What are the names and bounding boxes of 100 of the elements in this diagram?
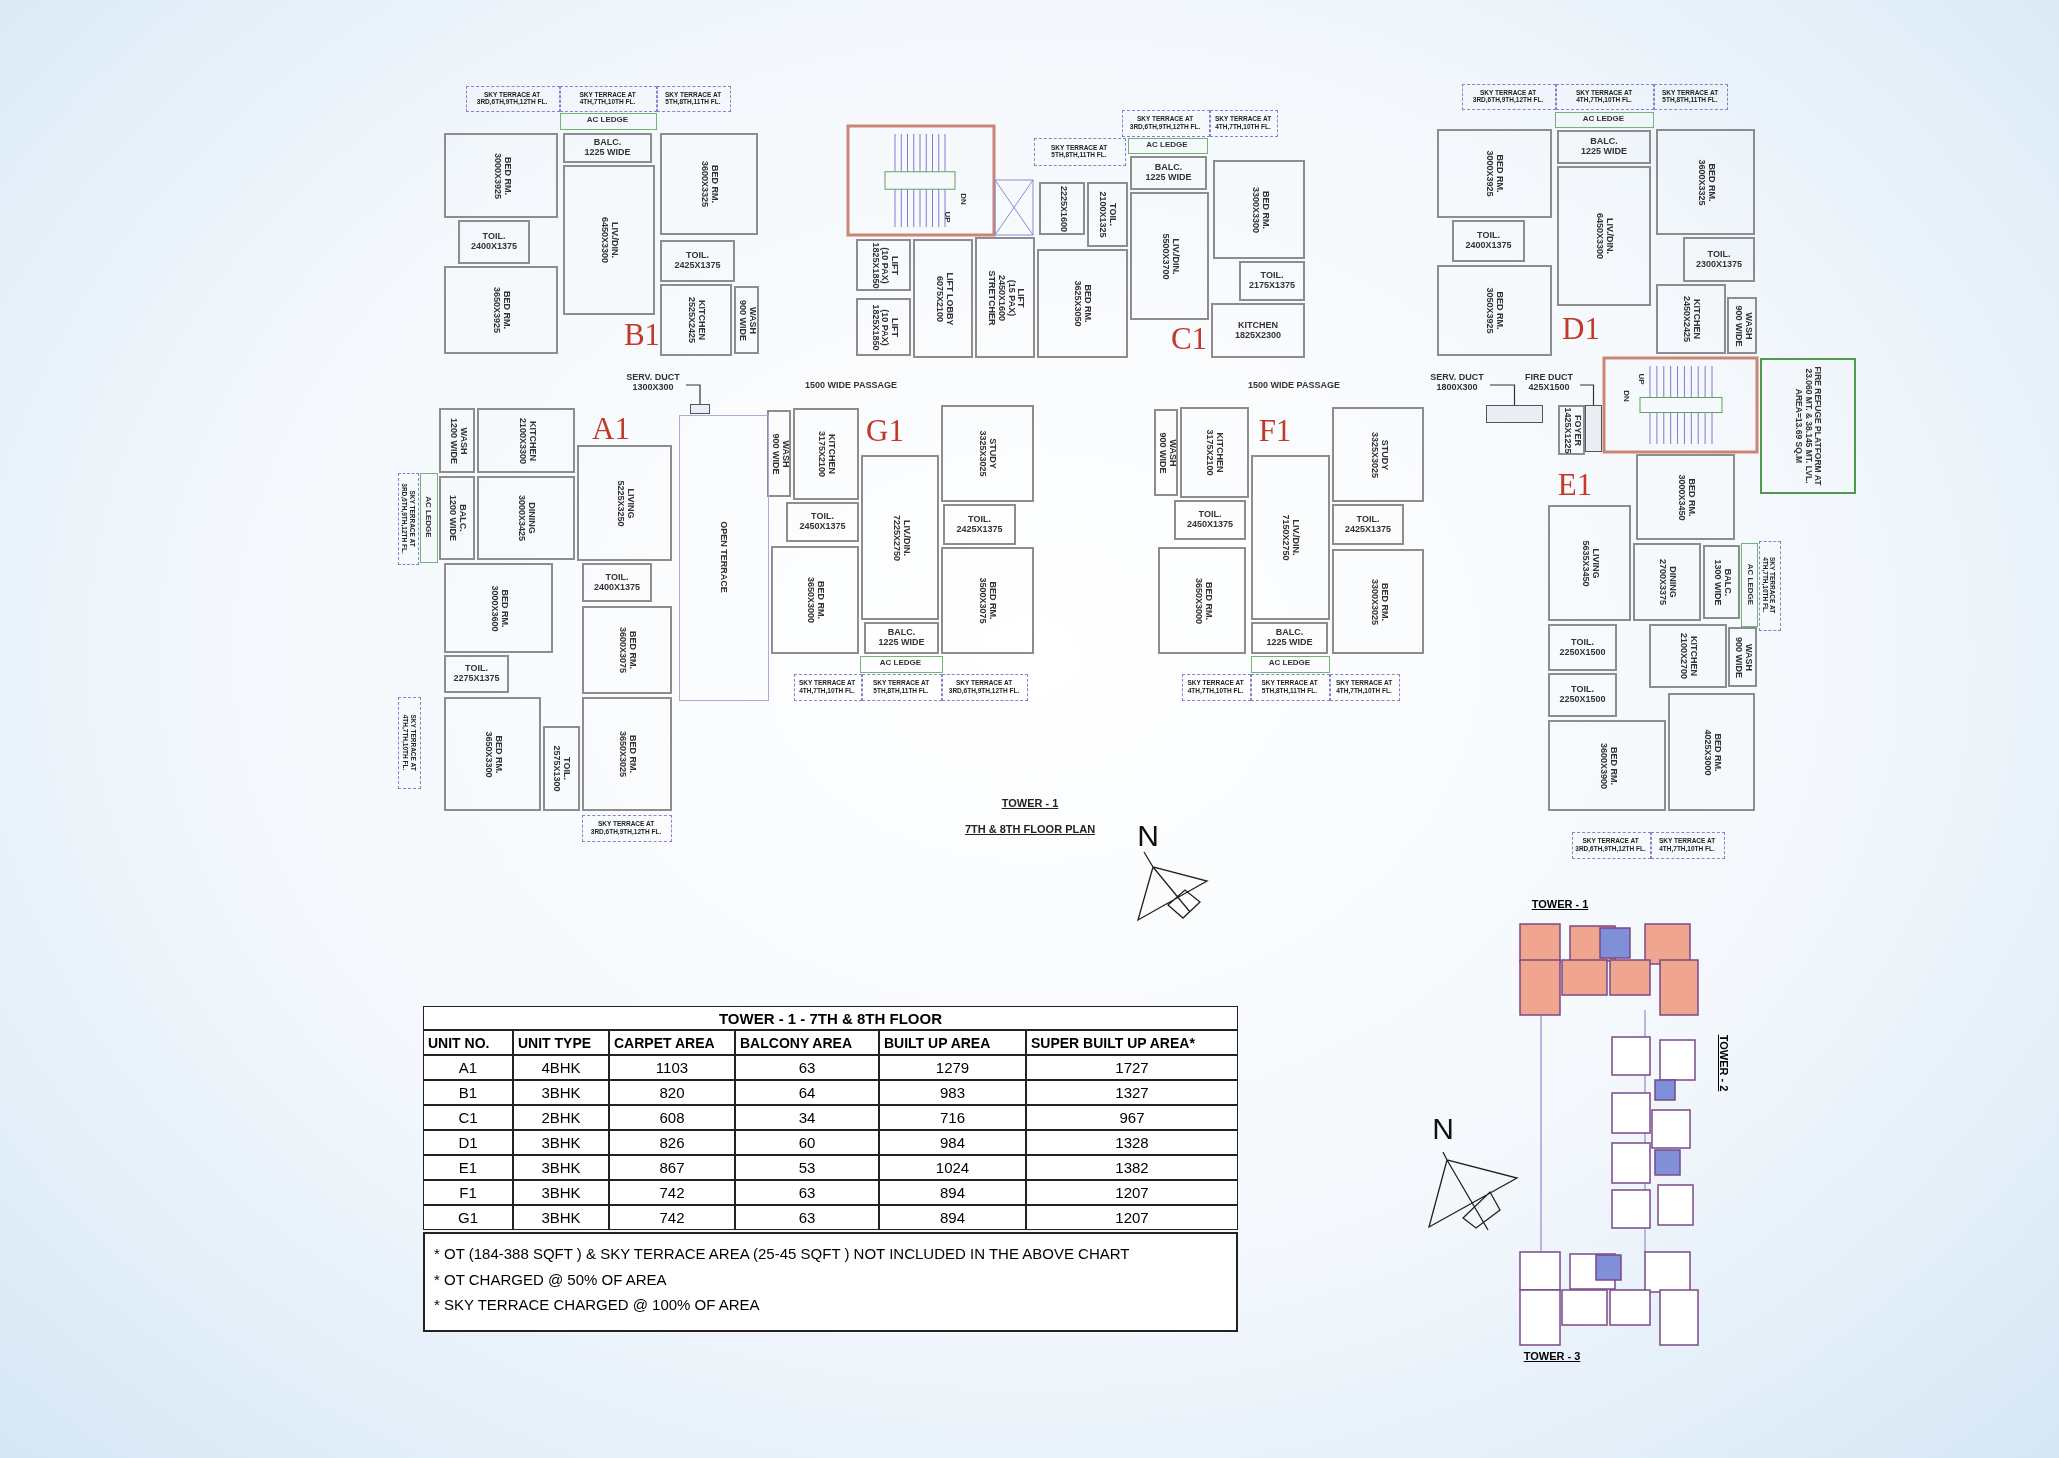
unit-label: E1 [1556, 466, 1594, 504]
room-name: AC LEDGE [1268, 659, 1311, 668]
room-dimension: 1225 WIDE [1145, 173, 1192, 183]
table-cell: 3BHK [513, 1080, 609, 1105]
sky-terrace-outline [1330, 674, 1400, 701]
sky-terrace-outline [398, 697, 421, 789]
unit-label: F1 [1257, 412, 1293, 450]
room-dimension: 900 WIDE [736, 299, 747, 341]
room-outline [477, 408, 575, 473]
room-dimension: 2525X2425 [686, 296, 696, 343]
room-outline [1683, 237, 1755, 282]
room-dimension: 2450X1600 [995, 274, 1005, 321]
room-name: BED RM. [501, 156, 511, 195]
room-name: DINING [1667, 566, 1677, 598]
unit-label: A1 [591, 410, 631, 448]
room-outline [1239, 261, 1305, 301]
room-name: BED RM. [1494, 291, 1505, 330]
unit-label: C1 [1169, 320, 1209, 358]
room-dimension: 4025X3000 [1701, 728, 1712, 775]
room-name: KITCHEN [696, 300, 706, 340]
room-dimension: 900 WIDE [1732, 636, 1743, 678]
table-cell: 4BHK [513, 1055, 609, 1080]
room-name: BALC. [457, 504, 467, 532]
room-dimension: 3000X3450 [1675, 473, 1686, 520]
room-name: LIVING [624, 488, 635, 518]
room-dimension: 2275X1375 [453, 674, 500, 684]
room-name: AC LEDGE [1582, 114, 1625, 124]
room-name: BED RM. [1685, 478, 1696, 516]
table-cell: 716 [879, 1105, 1026, 1130]
room-name: WASH [1166, 439, 1176, 466]
room-outline [563, 133, 652, 163]
room-dimension: 2700X3375 [1657, 558, 1667, 605]
room-outline [1656, 284, 1726, 354]
room-outline [767, 410, 791, 497]
room-outline [856, 298, 911, 356]
sky-terrace-outline [560, 86, 657, 112]
north-label: N [1431, 1112, 1455, 1146]
table-cell: 3BHK [513, 1180, 609, 1205]
sky-terrace-outline [1654, 84, 1728, 110]
room-outline [660, 284, 732, 356]
ac-ledge-outline [1128, 138, 1208, 154]
room-dimension: 900 WIDE [769, 433, 779, 474]
leader-line [1489, 384, 1516, 406]
passage-label: 1500 WIDE PASSAGE [1247, 379, 1341, 392]
sky-terrace-outline [1251, 674, 1330, 701]
room-name: KITCHEN [1238, 320, 1278, 331]
room-name: BALC. [1275, 628, 1304, 638]
table-cell: G1 [423, 1205, 513, 1230]
room-dimension: 3600X3075 [617, 626, 627, 673]
room-dimension: 2175X1375 [1248, 281, 1295, 291]
room-name: BALC. [593, 138, 622, 148]
room-outline [941, 547, 1034, 654]
room-outline [1668, 693, 1755, 811]
room-dimension: 2400X1375 [593, 582, 640, 593]
table-header-cell: CARPET AREA [609, 1030, 735, 1055]
table-cell: 53 [735, 1155, 879, 1180]
room-name: FIRE DUCT [1525, 373, 1573, 383]
room-name: BED RM. [1082, 284, 1093, 323]
room-dimension: AREA=13.69 SQ.M [1794, 388, 1804, 464]
room-name: LIFT [889, 317, 899, 337]
room-dimension: 1825X1850 [868, 303, 879, 350]
room-name: AC LEDGE [879, 659, 922, 668]
room-outline [543, 726, 580, 811]
sky-terrace-outline [398, 473, 419, 565]
room-dimension: 3300X3025 [1368, 578, 1378, 625]
table-cell: 1207 [1026, 1180, 1238, 1205]
room-outline [444, 563, 553, 653]
room-dimension: 3650X3300 [482, 730, 493, 777]
room-dimension: 1225 WIDE [878, 638, 925, 648]
table-cell: 1328 [1026, 1130, 1238, 1155]
room-outline [1154, 409, 1178, 496]
room-dimension: 3175X2100 [816, 430, 826, 477]
room-name: DINING [526, 502, 536, 534]
footnote: * OT (184-388 SQFT ) & SKY TERRACE AREA (25-45 SQFT ) NOT INCLUDED IN THE ABOVE CHART [433, 1243, 1131, 1264]
room-name: BED RM. [815, 581, 825, 619]
table-cell: 1727 [1026, 1055, 1238, 1080]
room-dimension: 1300 WIDE [1711, 559, 1722, 605]
room-dimension: 7150X2750 [1280, 514, 1291, 561]
sky-terrace-outline [1572, 832, 1651, 859]
room-outline [444, 655, 509, 693]
room-outline [913, 239, 973, 358]
room-name: BED RM. [1705, 163, 1716, 201]
room-dimension: 2100X1325 [1097, 191, 1108, 238]
room-outline [1548, 505, 1631, 621]
table-cell: D1 [423, 1130, 513, 1155]
room-outline [1037, 249, 1128, 358]
room-dimension: 6075X2100 [933, 275, 943, 322]
sky-terrace-outline [1759, 541, 1781, 631]
table-cell: 826 [609, 1130, 735, 1155]
room-outline [1557, 130, 1651, 164]
table-cell: 1024 [879, 1155, 1026, 1180]
room-outline [582, 606, 672, 694]
room-outline [1558, 405, 1585, 455]
room-dimension: 5500X3700 [1159, 232, 1170, 279]
leader-line [685, 384, 701, 405]
stair-direction-label: DN [958, 192, 970, 207]
table-cell: 3BHK [513, 1130, 609, 1155]
table-cell: 3BHK [513, 1155, 609, 1180]
room-dimension: 3325X3025 [977, 430, 988, 477]
room-name: BED RM. [1711, 733, 1722, 771]
